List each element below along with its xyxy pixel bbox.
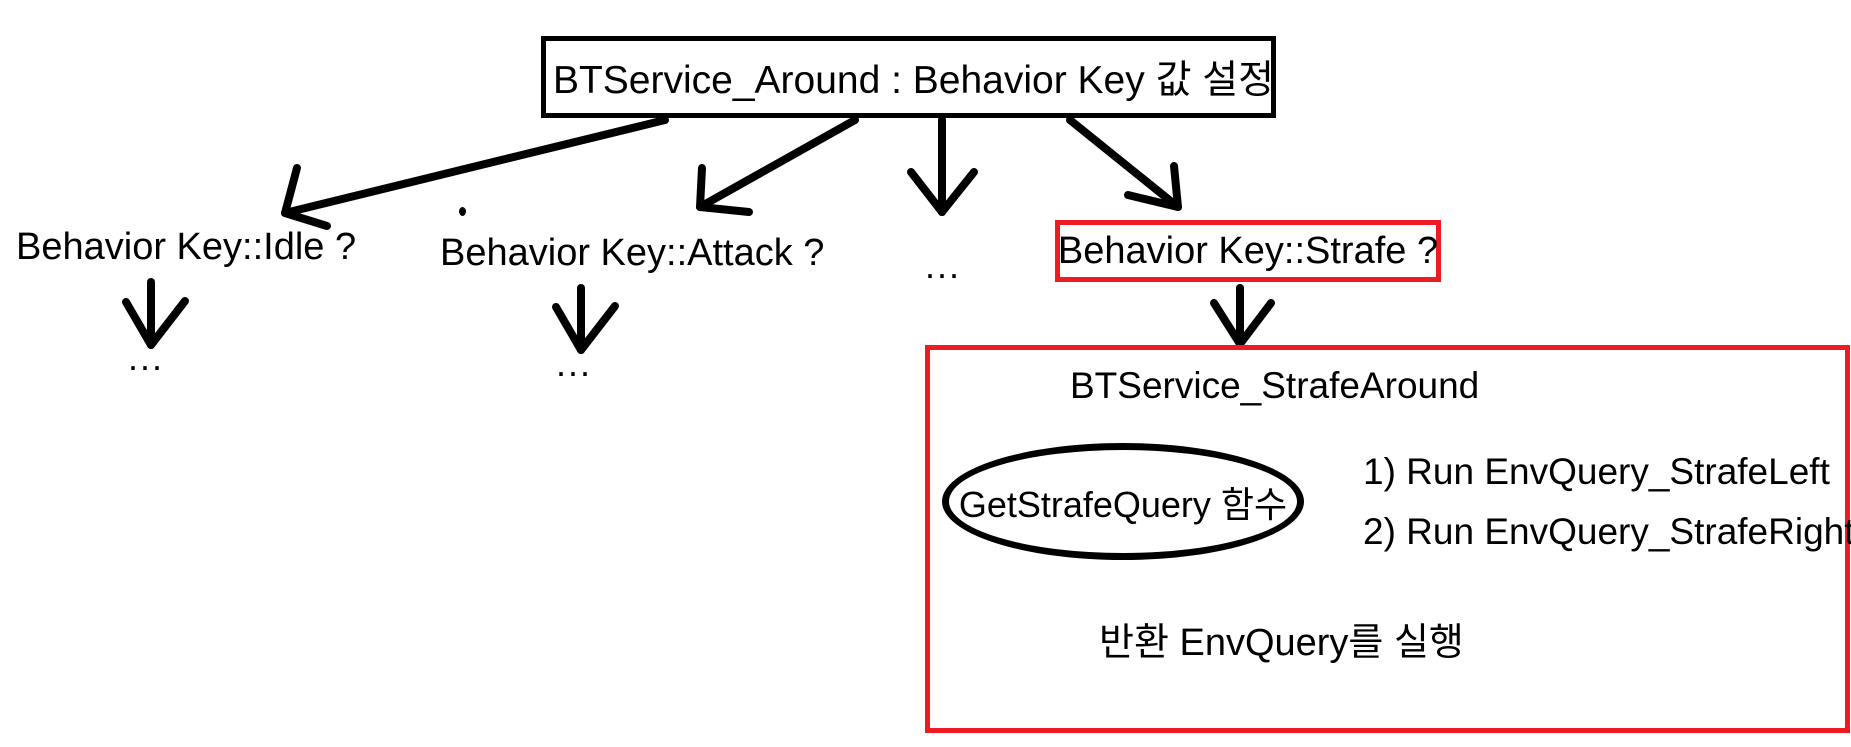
arrow-root-to-strafe xyxy=(1066,116,1182,211)
branch-node-idle: Behavior Key::Idle ? xyxy=(16,226,357,268)
function-ellipse-shape xyxy=(942,443,1304,560)
arrow-strafe-to-panel xyxy=(1210,284,1275,348)
branch-node-strafe-highlighted: Behavior Key::Strafe ? xyxy=(1055,220,1441,282)
detail-panel-title: BTService_StrafeAround xyxy=(1070,365,1480,406)
ink-dot-artifact xyxy=(459,207,466,216)
function-ellipse-label: GetStrafeQuery 함수 xyxy=(958,483,1288,525)
detail-conclusion: 반환 EnvQuery를 실행 xyxy=(1099,622,1464,664)
arrow-root-to-idle xyxy=(281,116,669,230)
child-ellipsis-attack: ... xyxy=(556,343,593,384)
branch-node-ellipsis: ... xyxy=(925,245,962,286)
arrow-attack-to-more xyxy=(552,284,619,354)
branch-node-attack: Behavior Key::Attack ? xyxy=(440,232,825,274)
arrow-idle-to-more xyxy=(122,278,189,349)
detail-step-1: 1) Run EnvQuery_StrafeLeft xyxy=(1363,451,1830,492)
root-service-label: BTService_Around : Behavior Key 값 설정 xyxy=(552,59,1275,102)
arrow-root-to-middle xyxy=(907,116,978,216)
arrow-root-to-attack xyxy=(696,116,859,216)
child-ellipsis-idle: ... xyxy=(128,337,165,378)
detail-step-2: 2) Run EnvQuery_StrafeRight xyxy=(1363,511,1851,552)
root-service-box: BTService_Around : Behavior Key 값 설정 xyxy=(541,36,1276,118)
